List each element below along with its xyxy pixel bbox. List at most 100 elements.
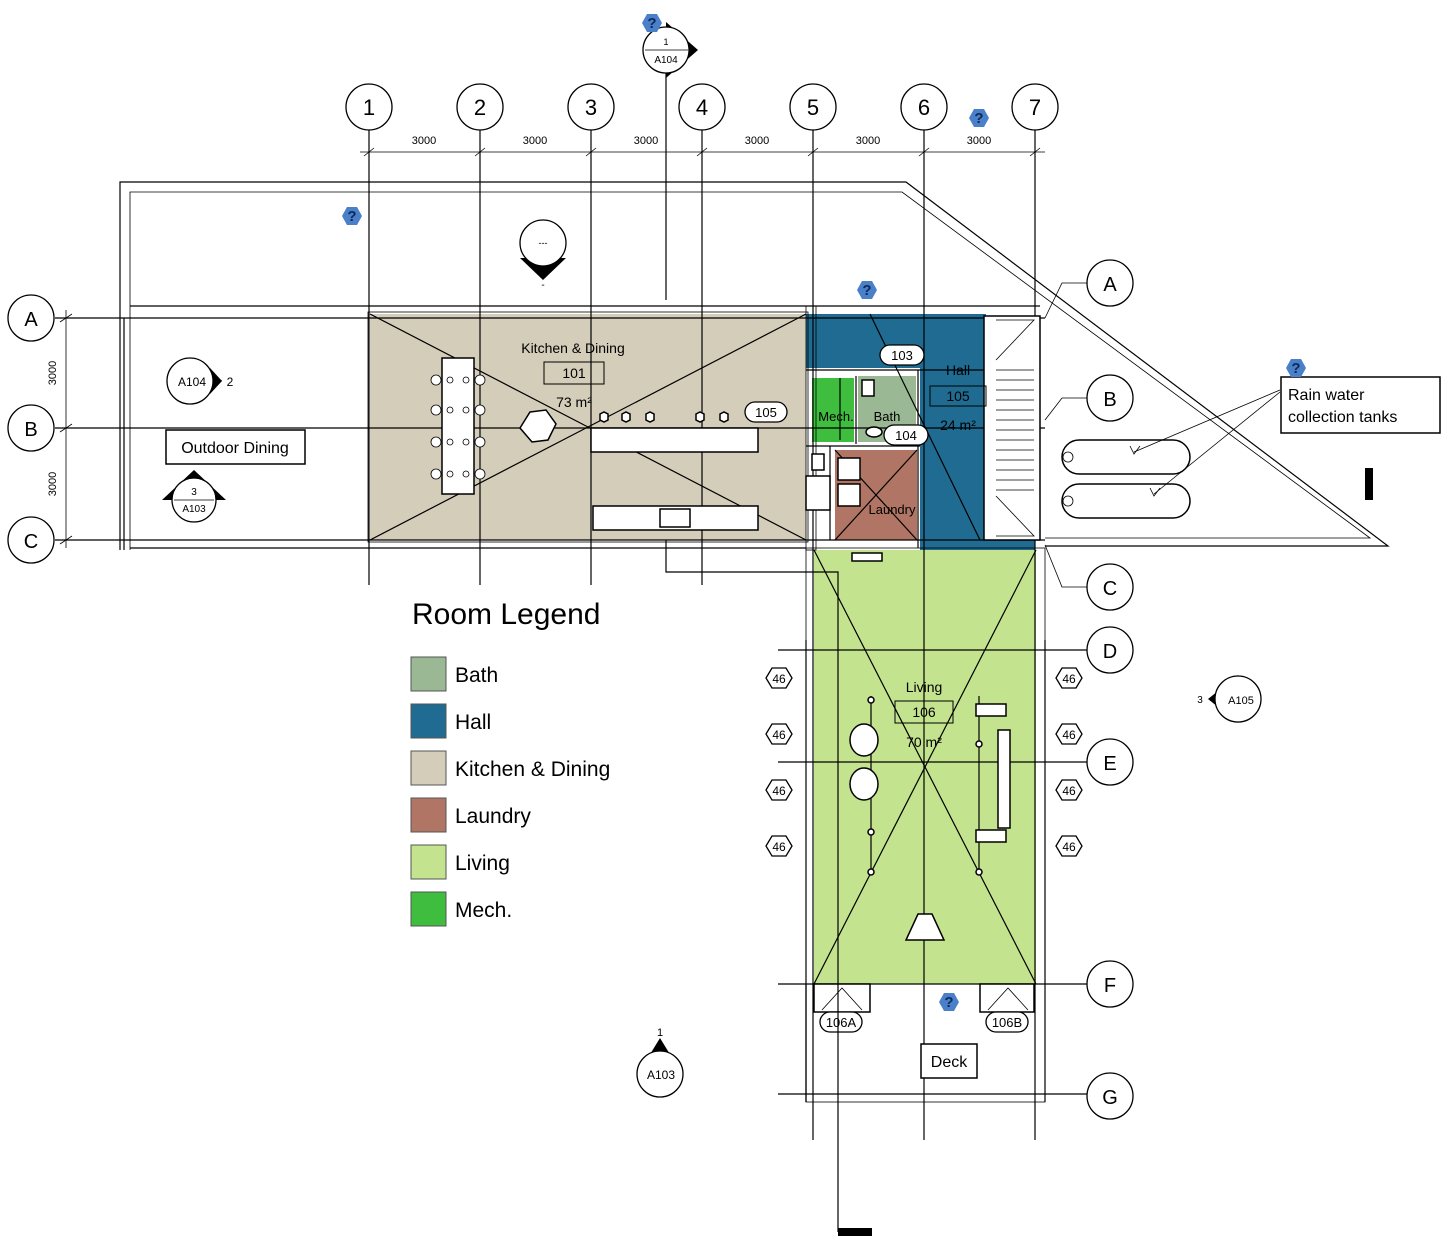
kitchen-room-area: 73 m² [556, 394, 592, 410]
window-tags-right: 46 46 46 46 [1055, 667, 1083, 857]
svg-text:104: 104 [895, 428, 917, 443]
grid-bubble-2[interactable]: 2 [456, 83, 504, 131]
legend-label: Laundry [455, 805, 531, 828]
svg-text:1: 1 [663, 37, 668, 47]
elevation-marker-top[interactable]: 1 A104 [642, 22, 698, 300]
svg-text:-: - [541, 280, 544, 291]
deck-label[interactable]: Deck [920, 1043, 978, 1079]
window-tag[interactable]: 46 [1055, 723, 1083, 745]
door-tag-103[interactable]: 103 [879, 344, 925, 366]
building-walls [119, 181, 1390, 1103]
legend-label: Living [455, 852, 510, 875]
svg-text:D: D [1103, 641, 1117, 663]
svg-text:A105: A105 [1228, 695, 1254, 707]
svg-text:A: A [24, 309, 38, 331]
kitchen-column-stove[interactable] [519, 409, 557, 443]
svg-text:46: 46 [1062, 784, 1076, 798]
grid-bubble-right-e[interactable]: E [1086, 738, 1134, 786]
living-room-number: 106 [912, 704, 936, 720]
section-marker-3[interactable]: 3 A103 [162, 470, 226, 523]
door-tag-106a[interactable]: 106A [819, 1011, 863, 1033]
dim-6-7: 3000 [967, 135, 991, 147]
rain-water-tanks[interactable] [1061, 389, 1281, 519]
legend-swatch [410, 844, 447, 880]
dim-4-5: 3000 [745, 135, 769, 147]
help-icon[interactable]: ? [939, 993, 959, 1011]
legend-swatch [410, 656, 447, 692]
living-room-number-box [894, 700, 954, 724]
kitchen-island[interactable] [590, 427, 759, 453]
kitchen-stools[interactable] [599, 411, 729, 423]
window-tag[interactable]: 46 [765, 667, 793, 689]
grid-bubble-4[interactable]: 4 [678, 83, 726, 131]
legend-label: Kitchen & Dining [455, 758, 610, 781]
grid-bubble-6[interactable]: 6 [900, 83, 948, 131]
grid-bubble-3[interactable]: 3 [567, 83, 615, 131]
kitchen-sink[interactable] [659, 508, 691, 528]
legend-swatch [410, 703, 447, 739]
grid-bubble-5[interactable]: 5 [789, 83, 837, 131]
door-tag-106b[interactable]: 106B [985, 1011, 1029, 1033]
rain-water-callout[interactable]: Rain water collection tanks [1280, 376, 1441, 434]
grid-bubble-left-a[interactable]: A [7, 294, 55, 342]
grid-bubbles-rows-right: A B C D E F G [1044, 259, 1134, 1120]
dim-1-2: 3000 [412, 135, 436, 147]
dimension-top: 3000 3000 3000 3000 3000 3000 [360, 135, 1045, 157]
grid-bubble-7[interactable]: 7 [1011, 83, 1059, 131]
svg-text:5: 5 [807, 95, 819, 120]
grid-bubble-left-c[interactable]: C [7, 516, 55, 564]
window-tag[interactable]: 46 [765, 779, 793, 801]
legend-swatch [410, 891, 447, 927]
help-icon[interactable]: ? [857, 281, 877, 299]
elevation-marker-left[interactable]: A104 2 [166, 357, 234, 405]
grid-bubbles-columns: 1 2 3 4 5 6 7 [345, 83, 1059, 131]
grid-bubble-left-b[interactable]: B [7, 404, 55, 452]
dim-3-4: 3000 [634, 135, 658, 147]
hall-room-area: 24 m² [940, 417, 976, 433]
grid-bubble-right-f[interactable]: F [1086, 960, 1134, 1008]
grid-bubble-right-g[interactable]: G [1086, 1072, 1134, 1120]
deck-doors[interactable] [813, 983, 1035, 1013]
svg-text:C: C [24, 531, 38, 553]
window-tag[interactable]: 46 [1055, 779, 1083, 801]
elevation-marker-placeholder[interactable]: --- - [519, 219, 567, 291]
help-icon[interactable]: ? [342, 207, 362, 225]
window-tag[interactable]: 46 [1055, 667, 1083, 689]
elevation-marker-bottom[interactable]: 1 A103 [636, 1027, 684, 1098]
help-icon[interactable]: ? [969, 109, 989, 127]
svg-text:3: 3 [585, 95, 597, 120]
window-tag[interactable]: 46 [1055, 835, 1083, 857]
dining-table[interactable] [430, 357, 486, 495]
svg-text:1: 1 [363, 95, 375, 120]
grid-bubble-right-d[interactable]: D [1086, 626, 1134, 674]
window-tag[interactable]: 46 [765, 835, 793, 857]
grid-bubble-right-c[interactable]: C [1086, 563, 1134, 611]
help-icon[interactable]: ? [1286, 359, 1306, 377]
hall-room-number-box [929, 385, 987, 407]
svg-text:?: ? [1291, 360, 1300, 377]
elevation-marker-right[interactable]: 3 A105 [1197, 675, 1262, 723]
grid-bubble-1[interactable]: 1 [345, 83, 393, 131]
svg-text:7: 7 [1029, 95, 1041, 120]
svg-text:---: --- [539, 238, 548, 248]
living-furniture[interactable] [849, 552, 1011, 941]
bath-fixtures [805, 379, 883, 511]
svg-text:46: 46 [772, 784, 786, 798]
legend-item: Mech. [410, 891, 512, 927]
door-tag-105[interactable]: 105 [744, 401, 788, 423]
svg-text:105: 105 [755, 405, 777, 420]
door-tag-104[interactable]: 104 [883, 424, 929, 446]
svg-text:B: B [1103, 389, 1116, 411]
help-icon[interactable]: ? [642, 14, 662, 32]
legend-title: Room Legend [412, 598, 600, 631]
outdoor-dining-label[interactable]: Outdoor Dining [165, 429, 306, 465]
svg-text:?: ? [862, 282, 871, 299]
room-mech-fill[interactable] [812, 378, 854, 442]
room-hall-fill-right[interactable] [920, 314, 986, 550]
svg-text:46: 46 [1062, 728, 1076, 742]
window-tag[interactable]: 46 [765, 723, 793, 745]
grid-bubble-right-a[interactable]: A [1086, 259, 1134, 307]
grid-bubble-right-b[interactable]: B [1086, 374, 1134, 422]
mech-room-name: Mech. [818, 409, 853, 424]
